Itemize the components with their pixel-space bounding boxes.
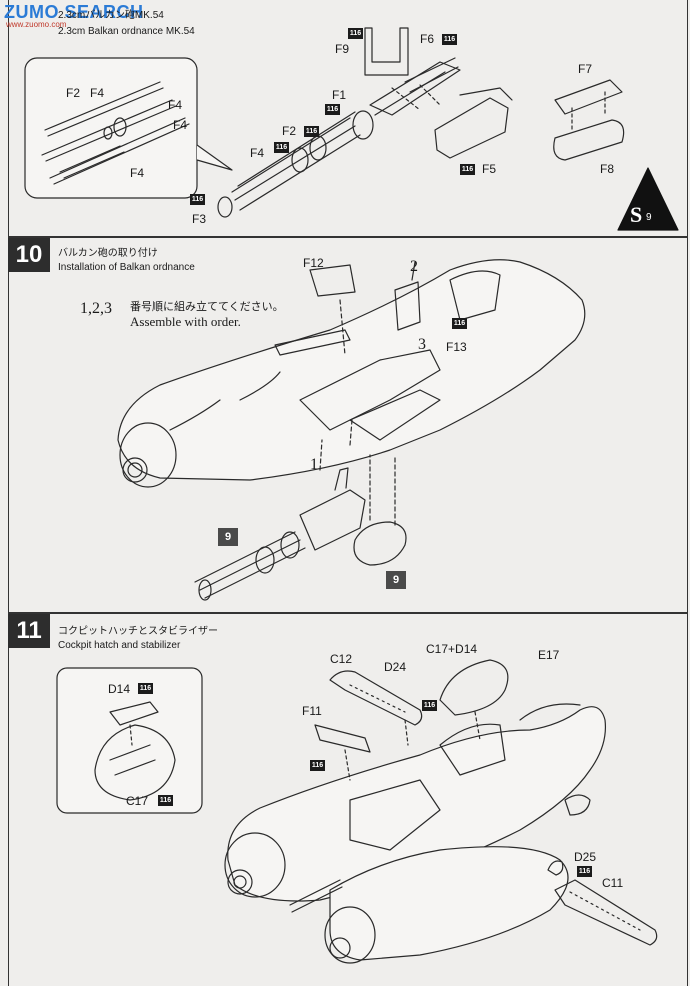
barrel-detail-callout xyxy=(24,57,233,199)
label-f5: F5 xyxy=(482,162,497,176)
label-d24: D24 xyxy=(384,660,407,674)
label-f8: F8 xyxy=(600,162,615,176)
step10-instruction-en: Assemble with order. xyxy=(130,314,241,329)
part-count-badge: 116 xyxy=(325,104,340,115)
page-frame xyxy=(8,0,688,986)
label-f12: F12 xyxy=(303,256,324,270)
step10-gun xyxy=(194,419,407,601)
page-marker-letter: S xyxy=(630,202,643,227)
label-c12: C12 xyxy=(330,652,353,666)
label-detail-f4a: F4 xyxy=(90,86,105,100)
c11-part xyxy=(547,860,658,946)
mk54-title-en: 2.3cm Balkan ordnance MK.54 xyxy=(58,26,195,37)
part-count-badge: 116 xyxy=(190,194,205,205)
step11-title-en: Cockpit hatch and stabilizer xyxy=(58,640,181,651)
step-ref-badge: 9 xyxy=(386,571,406,589)
part-count-badge: 116 xyxy=(422,700,437,711)
label-d25: D25 xyxy=(574,850,597,864)
section-divider xyxy=(8,612,688,614)
watermark-logo: ZUMO SEARCH xyxy=(4,2,144,22)
label-f4: F4 xyxy=(250,146,265,160)
part-count-badge: 116 xyxy=(138,683,153,694)
label-f7: F7 xyxy=(578,62,593,76)
barrel-assembly xyxy=(217,110,374,218)
part-count-badge: 116 xyxy=(274,142,289,153)
step-number-10: 10 xyxy=(8,238,50,272)
step11-aircraft xyxy=(224,703,607,964)
step10-order-numbers: 1,2,3 xyxy=(80,300,112,317)
receiver-parts xyxy=(364,27,513,159)
label-e17: E17 xyxy=(538,648,560,662)
step10-instruction-jp: 番号順に組み立ててください。 xyxy=(130,301,284,313)
label-c17-d14: C17+D14 xyxy=(426,642,478,656)
part-count-badge: 116 xyxy=(460,164,475,175)
label-f3: F3 xyxy=(192,212,207,226)
step-ref-badge: 9 xyxy=(218,528,238,546)
label-f9: F9 xyxy=(335,42,350,56)
part-count-badge: 116 xyxy=(310,760,325,771)
label-f6: F6 xyxy=(420,32,435,46)
part-count-badge: 116 xyxy=(304,126,319,137)
part-count-badge: 116 xyxy=(452,318,467,329)
watermark-url: www.zuomo.com xyxy=(6,20,67,29)
step-number-11: 11 xyxy=(8,614,50,648)
f7-f8-parts xyxy=(553,79,625,161)
step11-title-jp: コクピットハッチとスタビライザー xyxy=(58,626,218,637)
f11-part xyxy=(314,724,371,781)
page-marker-triangle xyxy=(617,167,679,231)
label-step-1: 1 xyxy=(310,456,318,473)
step10-title-jp: バルカン砲の取り付け xyxy=(58,248,158,259)
step10-title-en: Installation of Balkan ordnance xyxy=(58,262,195,273)
mk54-title-jp: 2.3cmバルカン砲MK.54 xyxy=(58,10,164,21)
label-c17: C17 xyxy=(126,794,149,808)
label-detail-f4d: F4 xyxy=(130,166,145,180)
label-detail-f4b: F4 xyxy=(168,98,183,112)
label-f2: F2 xyxy=(282,124,297,138)
label-c11: C11 xyxy=(602,876,624,890)
c12-part xyxy=(329,670,423,746)
hatch-detail-callout xyxy=(56,667,203,814)
label-step-2: 2 xyxy=(410,258,418,275)
part-count-badge: 116 xyxy=(348,28,363,39)
part-count-badge: 116 xyxy=(158,795,173,806)
section-divider xyxy=(8,236,688,238)
label-step-3: 3 xyxy=(418,336,426,353)
part-count-badge: 116 xyxy=(442,34,457,45)
label-f11: F11 xyxy=(302,704,322,718)
step10-aircraft xyxy=(117,259,586,488)
part-count-badge: 116 xyxy=(577,866,592,877)
page-marker-number: 9 xyxy=(646,212,652,223)
label-detail-f2: F2 xyxy=(66,86,81,100)
label-f13: F13 xyxy=(446,340,467,354)
label-detail-f4c: F4 xyxy=(173,118,188,132)
label-d14: D14 xyxy=(108,682,131,696)
label-f1: F1 xyxy=(332,88,347,102)
canopy-part xyxy=(439,659,509,741)
